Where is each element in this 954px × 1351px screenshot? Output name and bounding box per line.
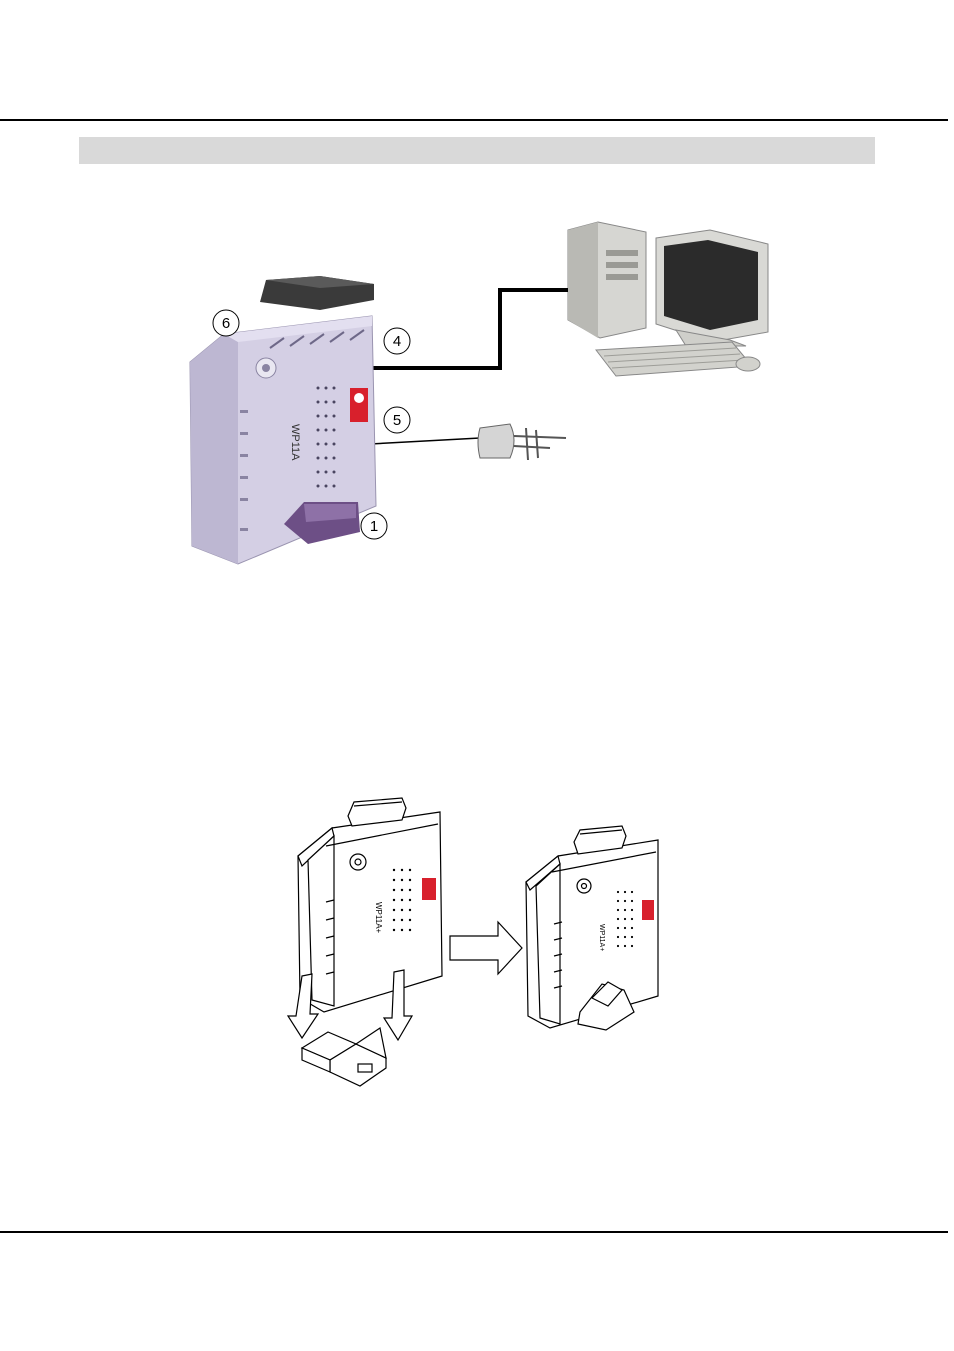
svg-text:1: 1	[370, 518, 378, 535]
stand-piece-icon	[302, 1028, 386, 1086]
callout-4: 4	[384, 328, 410, 354]
connection-diagram: WP11A 6 4 5 1	[180, 192, 780, 572]
stand-attachment-diagram-svg: WP11A+	[262, 776, 702, 1096]
svg-text:4: 4	[393, 333, 401, 350]
power-cable	[370, 438, 480, 444]
section-heading-band	[79, 137, 875, 164]
desktop-computer-icon	[568, 222, 768, 376]
device-after-icon	[526, 826, 658, 1030]
device-after-model-label: WP11A+	[598, 924, 605, 951]
callout-1: 1	[361, 513, 387, 539]
device-before-model-label: WP11A+	[374, 902, 383, 934]
footer-rule	[0, 1231, 948, 1233]
router-model-label: WP11A	[289, 424, 301, 461]
brand-logo-icon	[642, 900, 654, 920]
svg-text:6: 6	[222, 315, 230, 332]
right-arrow-icon	[450, 922, 522, 974]
connection-diagram-svg: WP11A 6 4 5 1	[180, 192, 780, 572]
stand-attachment-diagram: WP11A+	[262, 776, 702, 1096]
callout-5: 5	[384, 407, 410, 433]
device-before-icon	[298, 798, 442, 1012]
brand-logo-icon	[422, 878, 436, 900]
callout-6: 6	[213, 310, 239, 336]
power-plug-icon	[478, 424, 566, 460]
header-rule	[0, 119, 948, 121]
svg-text:5: 5	[393, 412, 401, 429]
